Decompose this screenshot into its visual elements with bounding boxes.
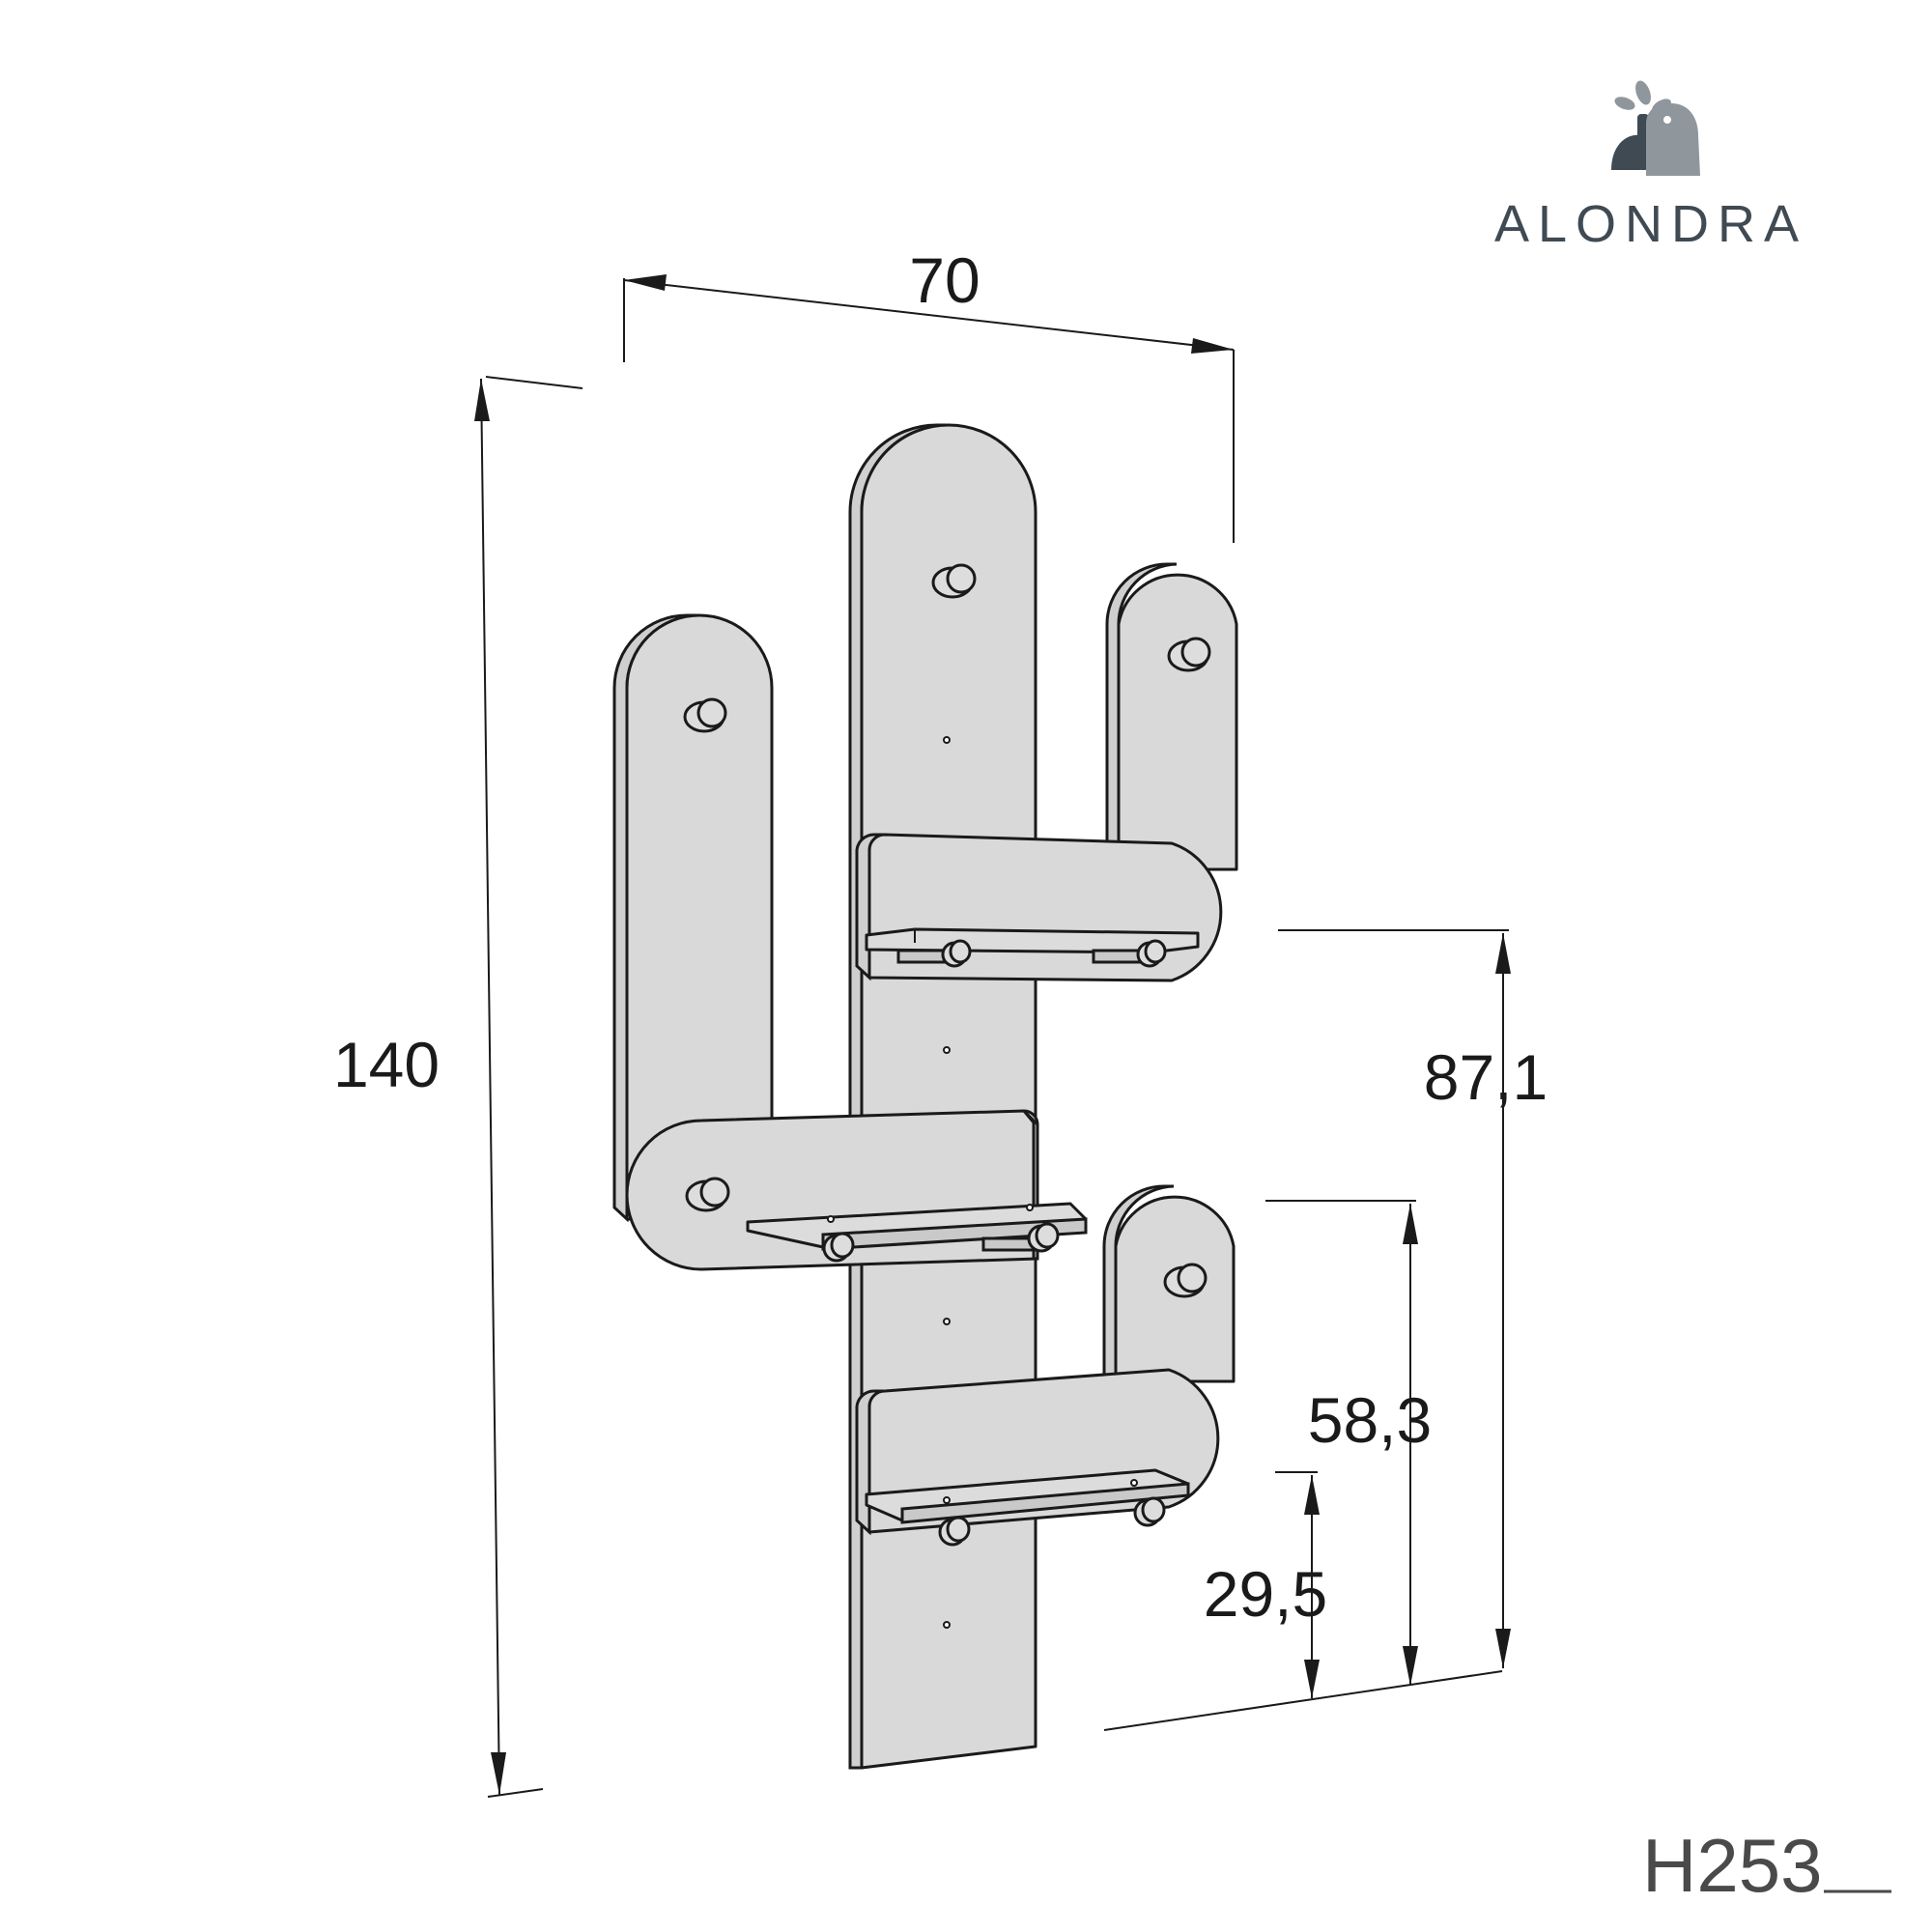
width-dimension: 70 — [623, 244, 1235, 543]
screw-hole — [943, 1318, 951, 1325]
alondra-logo: ALONDRA — [1494, 80, 1807, 253]
upper-shelf-peg-left — [941, 939, 972, 968]
middle-shelf — [625, 1109, 1088, 1271]
left-arm-panel — [612, 613, 774, 1223]
height-dimension: 140 — [333, 376, 583, 1798]
floor-reference-line — [1103, 1670, 1503, 1731]
right-upper-arm-peg — [1167, 637, 1211, 672]
bottom-shelf-height-dimension: 29,5 — [1204, 1471, 1327, 1698]
screw-hole — [1130, 1479, 1138, 1487]
middle-arm-peg — [685, 1177, 730, 1212]
screw-hole — [827, 1215, 835, 1223]
right-lower-arm-peg — [1163, 1263, 1208, 1298]
right-lower-arm-panel — [1102, 1184, 1236, 1383]
top-shelf-height-dimension: 87,1 — [1278, 929, 1548, 1668]
lower-shelf-peg-right — [1133, 1496, 1166, 1527]
screw-hole — [943, 1621, 951, 1629]
top-shelf-height-label: 87,1 — [1424, 1041, 1548, 1113]
product-code: H253 — [1642, 1823, 1822, 1908]
screw-hole — [1026, 1204, 1034, 1211]
cactus-shelf-unit — [612, 423, 1238, 1770]
bird-and-leaf-logo-icon — [1611, 80, 1700, 176]
middle-shelf-height-dimension: 58,3 — [1265, 1200, 1432, 1686]
trunk-panel — [848, 423, 1037, 1770]
height-label: 140 — [333, 1029, 440, 1100]
product-code-block: H253 — [1642, 1823, 1891, 1908]
lower-shelf-peg-left — [938, 1516, 971, 1547]
upper-shelf — [855, 833, 1223, 982]
upper-shelf-peg-right — [1136, 939, 1167, 968]
trunk-top-peg — [931, 563, 977, 599]
bottom-shelf-height-label: 29,5 — [1204, 1558, 1327, 1630]
screw-hole — [943, 1046, 951, 1054]
right-upper-arm-panel — [1105, 562, 1238, 871]
middle-shelf-peg-right — [1027, 1222, 1060, 1253]
middle-shelf-peg-left — [822, 1232, 855, 1263]
screw-hole — [943, 1496, 951, 1504]
lower-shelf — [855, 1368, 1220, 1547]
left-arm-peg — [683, 697, 727, 733]
middle-shelf-height-label: 58,3 — [1308, 1384, 1432, 1456]
screw-hole — [943, 736, 951, 744]
brand-name: ALONDRA — [1494, 195, 1807, 253]
width-label: 70 — [909, 244, 980, 316]
